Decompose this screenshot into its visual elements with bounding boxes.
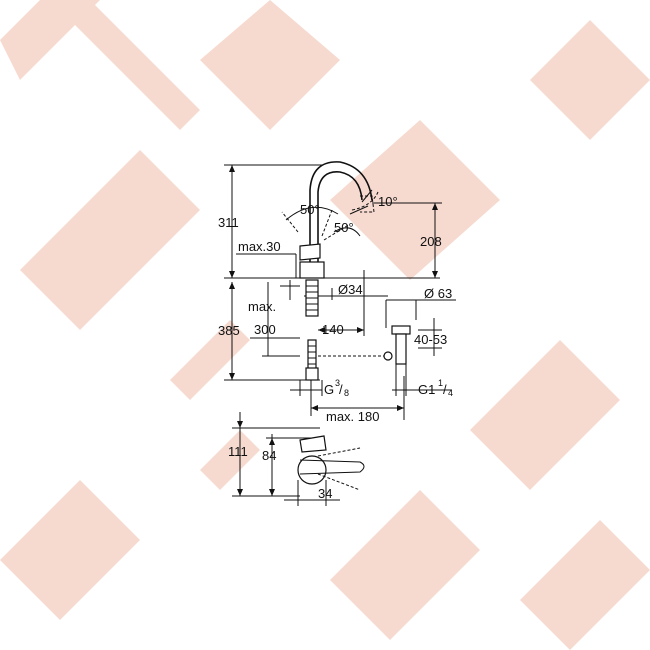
label-385: 385 bbox=[218, 323, 240, 338]
label-max-180: max. 180 bbox=[326, 409, 379, 424]
label-300: 300 bbox=[254, 322, 276, 337]
label-angle-tilt: 50° bbox=[334, 220, 354, 235]
label-140: 140 bbox=[322, 322, 344, 337]
label-34: 34 bbox=[318, 486, 332, 501]
label-diameter-63: Ø 63 bbox=[424, 286, 452, 301]
label-111: 111 bbox=[228, 444, 248, 459]
fraction-slash: / bbox=[339, 382, 343, 397]
dimension-lines bbox=[224, 164, 456, 420]
label-thread-g-den: 8 bbox=[344, 388, 349, 398]
label-thread-g-num: 3 bbox=[335, 378, 340, 388]
faucet-drawing bbox=[281, 161, 411, 396]
label-angle-right: 10° bbox=[378, 194, 398, 209]
label-311: 311 bbox=[218, 215, 239, 230]
top-view bbox=[232, 412, 365, 506]
label-max-30: max.30 bbox=[238, 239, 281, 254]
label-thread-g1: G1 bbox=[418, 382, 435, 397]
label-diameter-34: Ø34 bbox=[338, 282, 363, 297]
label-thread-g1-den: 4 bbox=[448, 388, 453, 398]
label-max: max. bbox=[248, 299, 276, 314]
dimension-labels: 311 50° 50° 10° 208 max.30 max. Ø34 Ø 63… bbox=[218, 194, 453, 501]
label-208: 208 bbox=[420, 234, 442, 249]
label-thread-g1-num: 1 bbox=[438, 378, 443, 388]
label-angle-left: 50° bbox=[300, 202, 320, 217]
label-84: 84 bbox=[262, 448, 276, 463]
fraction-slash-2: / bbox=[443, 382, 447, 397]
label-thread-g: G bbox=[324, 382, 334, 397]
label-40-53: 40-53 bbox=[414, 332, 447, 347]
